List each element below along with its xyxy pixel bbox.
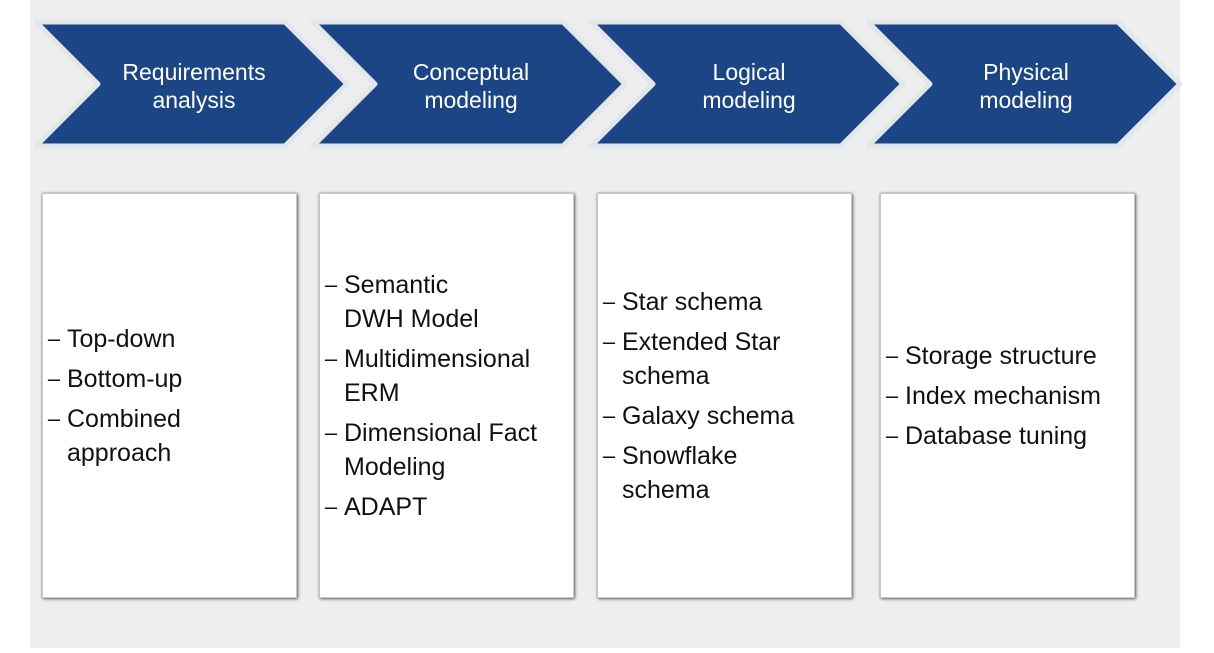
bullet-dash: –: [602, 442, 616, 468]
bullet-dash: –: [885, 342, 899, 368]
chevron-conceptual-modeling: [310, 19, 628, 149]
stage-title-conceptual-modeling: Conceptual modeling: [412, 59, 530, 113]
stage-title-physical-modeling: Physical modeling: [979, 59, 1073, 113]
bullet-dash: –: [324, 345, 338, 371]
bullet-dash: –: [324, 271, 338, 297]
bullet-dash: –: [47, 325, 61, 351]
bullet-dash: –: [885, 422, 899, 448]
bullet-dash: –: [885, 382, 899, 408]
list-item: –Star schema: [600, 285, 851, 319]
chevron-requirements-analysis: [33, 19, 350, 149]
bullet-dash: –: [602, 328, 616, 354]
list-item: –Galaxy schema: [600, 399, 851, 433]
list-item: –Database tuning: [883, 419, 1134, 453]
list-item: –Bottom-up: [45, 362, 296, 396]
list-item: –Storage structure: [883, 339, 1134, 373]
method-list: –Star schema –Extended Star schema –Gala…: [600, 279, 851, 513]
stage-title-logical-modeling: Logical modeling: [702, 59, 796, 113]
process-chevrons: [33, 19, 1183, 149]
list-item: –Semantic DWH Model: [322, 268, 573, 336]
list-item: –Index mechanism: [883, 379, 1134, 413]
list-item: –Snowflake schema: [600, 439, 851, 507]
bullet-dash: –: [602, 288, 616, 314]
stage-title-requirements-analysis: Requirements analysis: [122, 59, 266, 113]
method-list: –Storage structure –Index mechanism –Dat…: [883, 333, 1134, 459]
card-requirements-analysis: –Top-down –Bottom-up –Combined approach: [42, 193, 297, 598]
method-list: –Semantic DWH Model –Multidimensional ER…: [322, 262, 573, 530]
bullet-dash: –: [47, 365, 61, 391]
bullet-dash: –: [47, 405, 61, 431]
bullet-dash: –: [602, 402, 616, 428]
method-list: –Top-down –Bottom-up –Combined approach: [45, 316, 296, 476]
chevron-logical-modeling: [588, 19, 906, 149]
list-item: –Dimensional Fact Modeling: [322, 416, 573, 484]
card-logical-modeling: –Star schema –Extended Star schema –Gala…: [597, 193, 852, 598]
list-item: –Multidimensional ERM: [322, 342, 573, 410]
card-physical-modeling: –Storage structure –Index mechanism –Dat…: [880, 193, 1135, 598]
list-item: –Extended Star schema: [600, 325, 851, 393]
bullet-dash: –: [324, 493, 338, 519]
list-item: –ADAPT: [322, 490, 573, 524]
list-item: –Top-down: [45, 322, 296, 356]
chevron-physical-modeling: [865, 19, 1183, 149]
card-conceptual-modeling: –Semantic DWH Model –Multidimensional ER…: [319, 193, 574, 598]
bullet-dash: –: [324, 419, 338, 445]
list-item: –Combined approach: [45, 402, 296, 470]
